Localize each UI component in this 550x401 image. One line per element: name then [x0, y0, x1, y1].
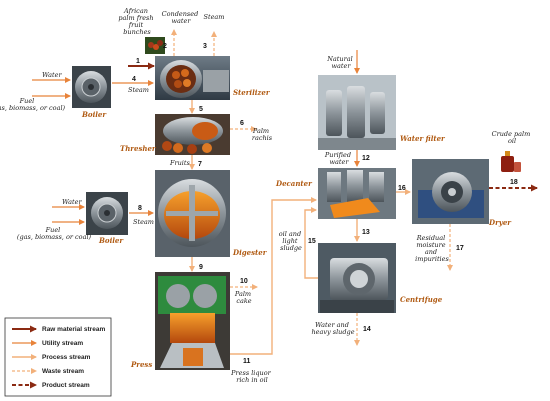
label-residual-moisture: Residual moisture and impurities [415, 234, 449, 263]
sterilizer-photo [155, 56, 230, 100]
label-fuel-1: Fuel (gas, biomass, or coal) [0, 97, 66, 112]
unit-label-water-filter: Water filter [400, 134, 446, 143]
stream-number-12: 12 [362, 155, 370, 162]
thresher-photo [155, 114, 230, 155]
label-water-1: Water [42, 71, 62, 79]
label-water-heavy-sludge: Water and heavy sludge [311, 321, 354, 336]
unit-label-centrifuge: Centrifuge [400, 295, 443, 304]
stream-number-17: 17 [456, 245, 464, 252]
legend-process: Process stream [42, 354, 91, 361]
stream-number-13: 13 [362, 229, 370, 236]
legend-raw-material: Raw material stream [42, 326, 105, 333]
boiler-photo-2 [86, 192, 128, 235]
label-ffb: African palm fresh fruit bunches [118, 7, 155, 36]
stream-number-3: 3 [203, 43, 207, 50]
label-steam-1: Steam [128, 86, 149, 94]
label-oil-light-sludge: oil and light sludge [279, 230, 303, 252]
stream-11 [230, 197, 317, 355]
stream-number-7: 7 [198, 161, 202, 168]
boiler-photo-1 [72, 66, 111, 108]
unit-label-dryer: Dryer [488, 218, 512, 227]
centrifuge-photo [318, 243, 396, 313]
stream-number-2: 2 [163, 43, 167, 50]
crude-oil-bottle-photo [501, 151, 521, 172]
unit-label-press: Press [130, 360, 152, 369]
stream-number-11: 11 [243, 358, 251, 365]
water-filter-photo [318, 75, 396, 150]
label-fruits: Fruits [169, 159, 190, 167]
label-crude-palm-oil: Crude palm oil [492, 130, 533, 145]
label-natural-water: Natural water [326, 55, 355, 70]
stream-number-18: 18 [510, 179, 518, 186]
legend-product: Product stream [42, 382, 90, 389]
label-steam-2: Steam [133, 218, 154, 226]
stream-number-1: 1 [136, 58, 140, 65]
stream-number-4: 4 [132, 76, 136, 83]
dryer-photo [412, 159, 489, 224]
label-palm-rachis: Palm rachis [252, 127, 273, 142]
label-condensed-water: Condensed water [162, 10, 201, 25]
label-fuel-2: Fuel (gas, biomass, or coal) [17, 226, 92, 241]
press-photo [155, 272, 230, 370]
digester-photo [155, 170, 230, 257]
unit-label-sterilizer: Sterilizer [233, 88, 271, 97]
label-press-liquor: Press liquor rich in oil [230, 369, 273, 384]
legend: Raw material stream Utility stream Proce… [4, 317, 112, 397]
stream-number-8: 8 [138, 205, 142, 212]
palm-fruit-photo [145, 37, 165, 54]
legend-utility: Utility stream [42, 340, 83, 347]
label-purified-water: Purified water [324, 151, 353, 166]
legend-waste: Waste stream [42, 368, 84, 375]
stream-number-6: 6 [240, 120, 244, 127]
stream-number-10: 10 [240, 278, 248, 285]
stream-number-14: 14 [363, 326, 371, 333]
stream-number-5: 5 [199, 106, 203, 113]
stream-number-15: 15 [308, 238, 316, 245]
unit-label-thresher: Thresher [120, 144, 157, 153]
stream-number-16: 16 [398, 185, 406, 192]
stream-15 [304, 207, 318, 279]
label-palm-cake: Palm cake [234, 290, 253, 305]
stream-number-9: 9 [199, 264, 203, 271]
decanter-photo [318, 168, 396, 219]
unit-label-boiler-2: Boiler [98, 236, 124, 245]
label-water-2: Water [62, 198, 82, 206]
unit-label-digester: Digester [232, 248, 268, 257]
unit-label-decanter: Decanter [275, 179, 313, 188]
unit-label-boiler-1: Boiler [81, 110, 107, 119]
label-steam-top: Steam [204, 13, 225, 21]
